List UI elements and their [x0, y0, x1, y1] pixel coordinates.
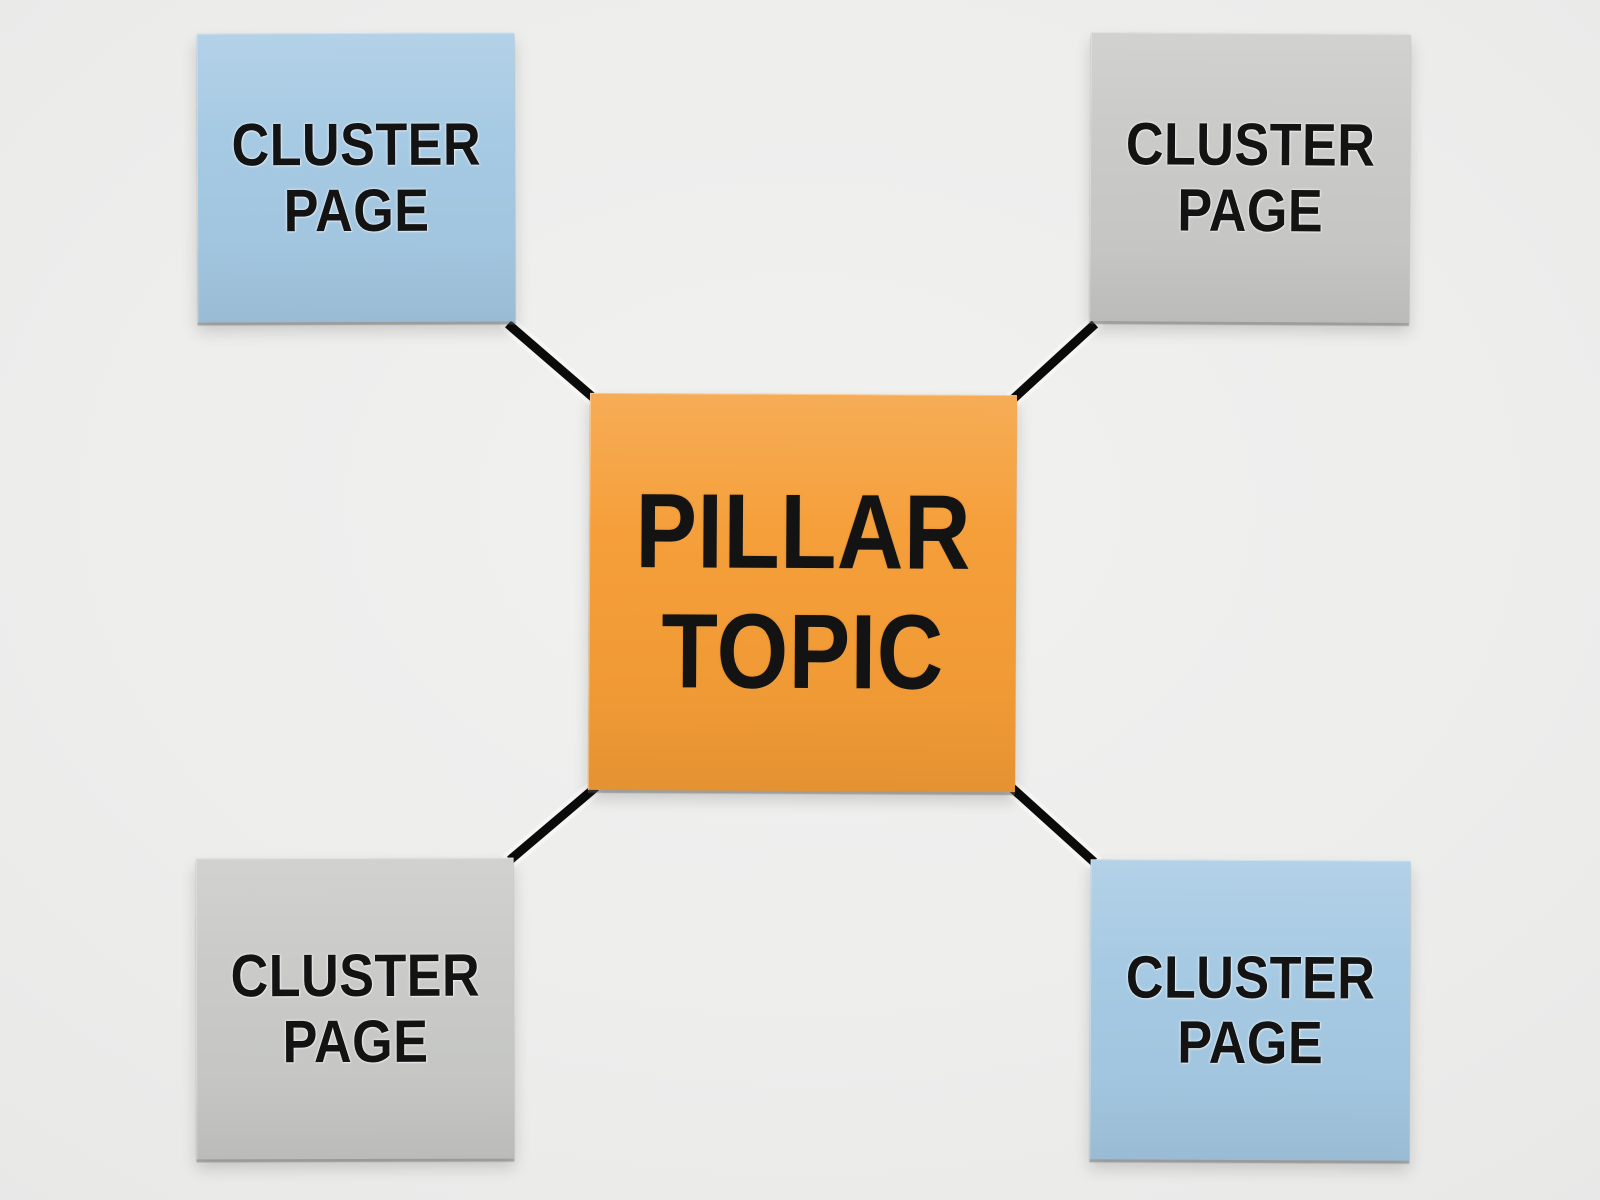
pillar-topic-label: PILLAR TOPIC — [634, 472, 971, 713]
cluster-label-line1: CLUSTER — [1125, 110, 1376, 179]
pillar-topic-node: PILLAR TOPIC — [587, 392, 1018, 793]
cluster-page-label: CLUSTER PAGE — [230, 110, 481, 244]
pillar-label-line1: PILLAR — [634, 471, 971, 592]
cluster-label-line2: PAGE — [282, 1007, 429, 1075]
cluster-label-line2: PAGE — [283, 176, 430, 244]
cluster-page-node-top-left: CLUSTER PAGE — [196, 32, 516, 323]
connector-top-right — [1008, 320, 1099, 404]
cluster-label-line1: CLUSTER — [1125, 943, 1376, 1012]
cluster-label-line2: PAGE — [1176, 1008, 1323, 1077]
cluster-page-label: CLUSTER PAGE — [1125, 943, 1376, 1077]
cluster-page-label: CLUSTER PAGE — [1125, 110, 1376, 244]
cluster-page-node-bottom-left: CLUSTER PAGE — [195, 857, 515, 1160]
cluster-page-node-bottom-right: CLUSTER PAGE — [1089, 859, 1411, 1161]
cluster-label-line1: CLUSTER — [230, 941, 480, 1010]
cluster-label-line2: PAGE — [1176, 176, 1323, 244]
connector-bottom-right — [1008, 784, 1098, 866]
cluster-label-line1: CLUSTER — [230, 110, 481, 179]
cluster-page-label: CLUSTER PAGE — [230, 941, 480, 1075]
cluster-page-node-top-right: CLUSTER PAGE — [1089, 32, 1411, 323]
connector-top-left — [505, 320, 599, 404]
pillar-label-line2: TOPIC — [660, 591, 944, 712]
connector-bottom-left — [507, 783, 599, 864]
